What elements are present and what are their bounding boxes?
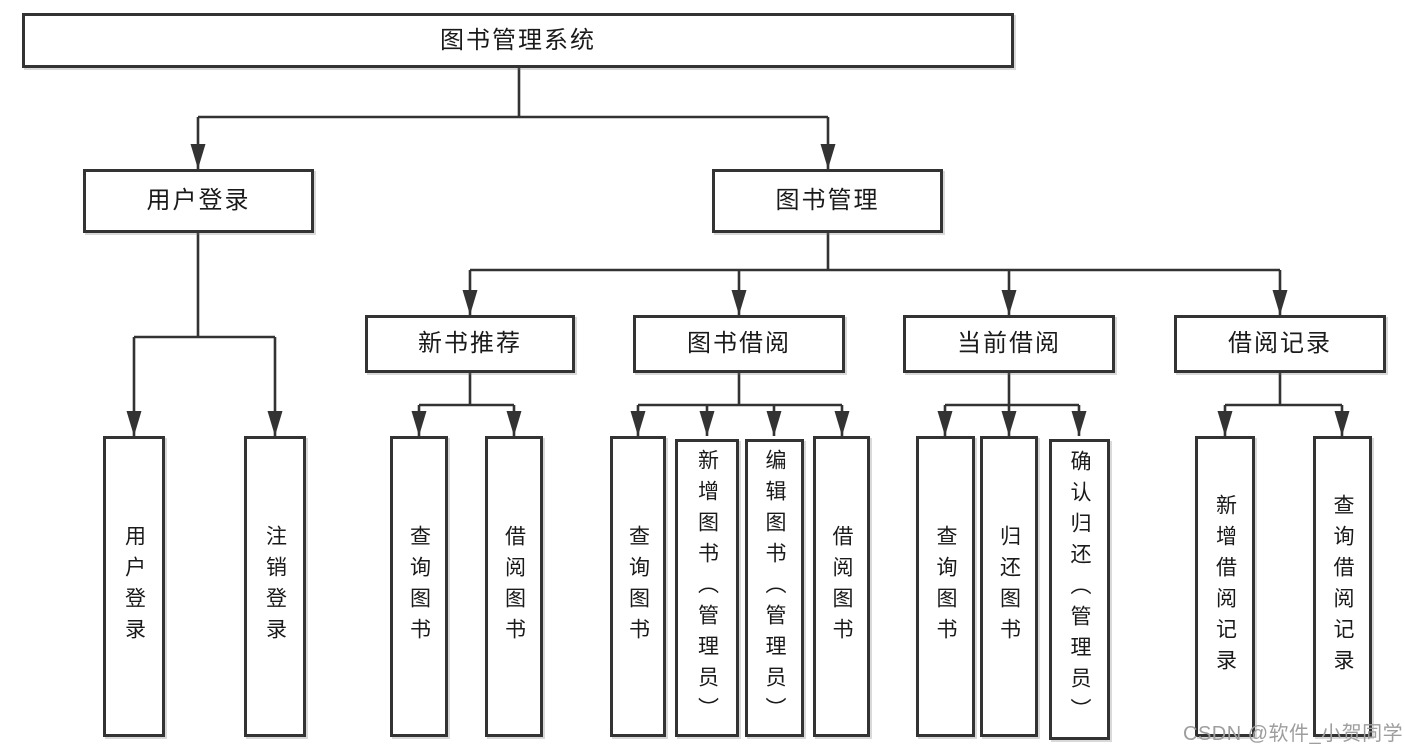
node-book-borrow-label: 图书借阅	[687, 330, 791, 357]
leaf-return-book-label: 归还图书	[997, 524, 1021, 649]
arrowhead	[731, 290, 747, 315]
leaf-logout-login-label: 注销登录	[263, 524, 287, 649]
node-book-management-label: 图书管理	[775, 187, 880, 214]
leaf-query-book-current: 查询图书	[916, 436, 975, 737]
arrowhead	[699, 411, 715, 436]
arrowhead	[1001, 290, 1017, 315]
connector-user-login-to-leaves	[132, 233, 277, 436]
leaf-query-book-recommend-label: 查询图书	[407, 524, 431, 649]
arrowhead	[506, 411, 522, 436]
connector-borrow-records-to-leaves	[1223, 373, 1344, 436]
node-user-login: 用户登录	[83, 169, 314, 233]
leaf-add-borrow-record-label: 新增借阅记录	[1213, 493, 1237, 680]
leaf-add-book-admin: 新增图书（管理员）	[675, 439, 739, 737]
arrowhead	[1001, 411, 1017, 436]
arrowhead	[630, 411, 646, 436]
leaf-edit-book-admin-label: 编辑图书（管理员）	[763, 448, 786, 728]
csdn-watermark: CSDN @软件_小贺同学	[1183, 723, 1404, 745]
leaf-borrow-book-label: 借阅图书	[830, 524, 853, 649]
arrowhead	[766, 411, 782, 436]
leaf-query-book-recommend: 查询图书	[390, 436, 448, 737]
leaf-add-book-admin-label: 新增图书（管理员）	[695, 448, 719, 728]
leaf-edit-book-admin: 编辑图书（管理员）	[745, 439, 804, 737]
leaf-query-book-current-label: 查询图书	[934, 524, 957, 649]
connector-book-management-to-level3	[468, 233, 1282, 315]
node-root-system-label: 图书管理系统	[440, 26, 596, 54]
leaf-query-borrow-record-label: 查询借阅记录	[1331, 493, 1354, 680]
connector-new-book-to-leaves	[417, 373, 516, 436]
leaf-query-book-borrow: 查询图书	[610, 436, 666, 737]
node-borrow-records-label: 借阅记录	[1228, 330, 1332, 357]
leaf-query-borrow-record: 查询借阅记录	[1313, 436, 1372, 737]
node-current-borrow: 当前借阅	[903, 315, 1115, 373]
leaf-query-book-borrow-label: 查询图书	[626, 524, 650, 649]
arrowhead	[1334, 411, 1350, 436]
arrowhead	[267, 411, 283, 436]
connector-current-borrow-to-leaves	[943, 373, 1081, 436]
arrowhead	[190, 144, 206, 169]
leaf-borrow-book-recommend: 借阅图书	[485, 436, 543, 737]
node-book-management: 图书管理	[712, 169, 943, 233]
leaf-add-borrow-record: 新增借阅记录	[1195, 436, 1255, 737]
node-book-borrow: 图书借阅	[633, 315, 845, 373]
leaf-borrow-book-recommend-label: 借阅图书	[502, 524, 526, 649]
arrowhead	[462, 290, 478, 315]
arrowhead	[820, 144, 836, 169]
arrowhead	[937, 411, 953, 436]
leaf-return-book: 归还图书	[980, 436, 1038, 737]
node-new-book-recommend: 新书推荐	[365, 315, 575, 373]
leaf-confirm-return-admin-label: 确认归还（管理员）	[1068, 450, 1091, 729]
arrowhead	[126, 411, 142, 436]
connector-book-borrow-to-leaves	[636, 373, 844, 436]
leaf-borrow-book: 借阅图书	[813, 436, 870, 737]
arrowhead	[1071, 411, 1087, 436]
leaf-user-login-label: 用户登录	[122, 524, 146, 649]
arrowhead	[411, 411, 427, 436]
leaf-confirm-return-admin: 确认归还（管理员）	[1049, 439, 1110, 740]
node-user-login-label: 用户登录	[146, 187, 251, 214]
leaf-logout-login: 注销登录	[244, 436, 306, 737]
node-root-system: 图书管理系统	[22, 13, 1014, 68]
arrowhead	[834, 411, 850, 436]
node-borrow-records: 借阅记录	[1174, 315, 1386, 373]
arrowhead	[1272, 290, 1288, 315]
node-new-book-recommend-label: 新书推荐	[418, 330, 522, 357]
connector-root-to-level2	[196, 68, 830, 169]
leaf-user-login: 用户登录	[103, 436, 165, 737]
arrowhead	[1217, 411, 1233, 436]
node-current-borrow-label: 当前借阅	[957, 330, 1061, 357]
